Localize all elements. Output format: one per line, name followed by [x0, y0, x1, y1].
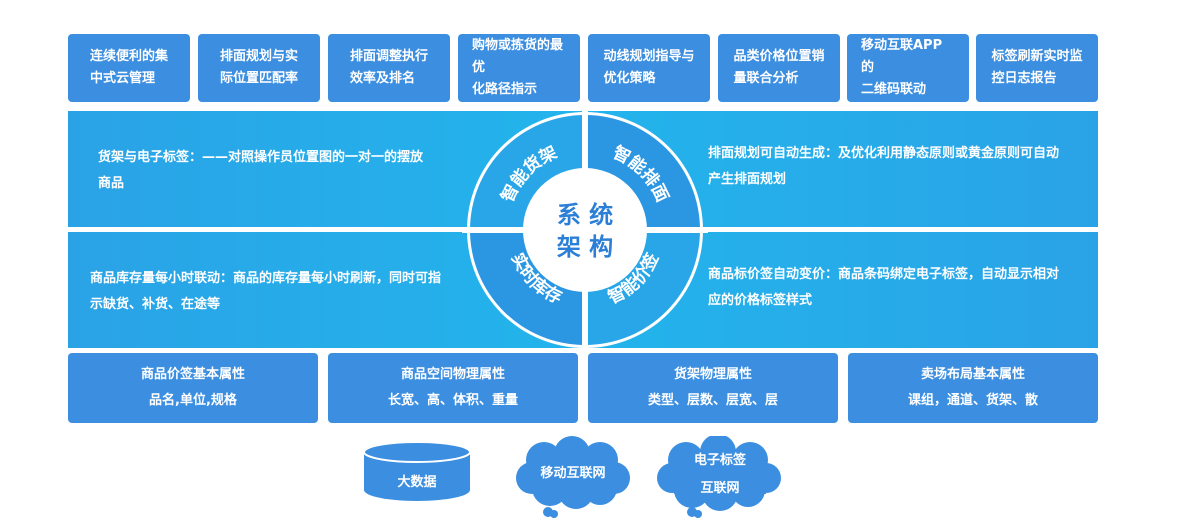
- cloud2-label-line2: 互联网: [700, 481, 739, 496]
- top-box-2: 排面调整执行效率及排名: [328, 34, 450, 102]
- electronic-label-internet-cloud-icon: 电子标签 互联网: [657, 436, 781, 518]
- top-box-line: 移动互联APP的: [861, 38, 943, 75]
- lower-left-text: 商品库存量每小时联动：商品的库存量每小时刷新，同时可指 示缺货、补货、在途等: [90, 266, 480, 318]
- top-box-4: 动线规划指导与优化策略: [588, 34, 710, 102]
- bottom-box-1: 商品空间物理属性 长宽、高、体积、重量: [328, 353, 578, 423]
- band-line: 示缺货、补货、在途等: [90, 297, 221, 312]
- top-box-line: 化路径指示: [472, 82, 538, 97]
- bottom-box-title: 货架物理属性: [673, 367, 752, 382]
- top-box-line: 控日志报告: [991, 71, 1057, 86]
- upper-right-text: 排面规划可自动生成：及优化利用静态原则或黄金原则可自动 产生排面规划: [708, 141, 1098, 193]
- top-box-line: 优化策略: [603, 71, 656, 86]
- top-box-line: 购物或拣货的最优: [472, 38, 564, 75]
- top-box-6: 移动互联APP的二维码联动: [847, 34, 969, 102]
- top-box-line: 量联合分析: [733, 71, 799, 86]
- bottom-box-detail: 课组，通道、货架、散: [907, 393, 1038, 408]
- top-box-7: 标签刷新实时监控日志报告: [976, 34, 1098, 102]
- band-line: 商品: [98, 176, 125, 191]
- top-box-line: 排面规划与实: [219, 49, 298, 64]
- upper-left-text: 货架与电子标签：——对照操作员位置图的一对一的摆放 商品: [98, 145, 488, 197]
- bottom-box-detail: 长宽、高、体积、重量: [387, 393, 518, 408]
- big-data-database-icon: 大数据: [363, 441, 471, 501]
- band-line: 应的价格标签样式: [708, 293, 813, 308]
- top-box-line: 中式云管理: [89, 71, 155, 86]
- bottom-box-2: 货架物理属性 类型、层数、层宽、层: [588, 353, 838, 423]
- bottom-box-0: 商品价签基本属性 品名,单位,规格: [68, 353, 318, 423]
- top-box-line: 二维码联动: [861, 82, 927, 97]
- bottom-box-title: 卖场布局基本属性: [920, 367, 1025, 382]
- top-box-line: 排面调整执行: [349, 49, 428, 64]
- center-title-line2: 架 构: [557, 233, 613, 261]
- top-box-line: 效率及排名: [349, 71, 415, 86]
- top-box-line: 际位置匹配率: [219, 71, 298, 86]
- top-box-line: 动线规划指导与: [603, 49, 695, 64]
- cloud1-label: 移动互联网: [540, 465, 605, 481]
- center-title-line1: 系 统: [557, 201, 613, 229]
- top-box-line: 品类价格位置销: [733, 49, 825, 64]
- top-box-0: 连续便利的集中式云管理: [68, 34, 190, 102]
- bottom-box-3: 卖场布局基本属性 课组，通道、货架、散: [848, 353, 1098, 423]
- top-box-1: 排面规划与实际位置匹配率: [198, 34, 320, 102]
- band-line: 排面规划可自动生成：及优化利用静态原则或黄金原则可自动: [708, 146, 1060, 161]
- database-label: 大数据: [397, 474, 436, 490]
- band-line: 商品库存量每小时联动：商品的库存量每小时刷新，同时可指: [90, 271, 442, 286]
- band-line: 产生排面规划: [708, 172, 787, 187]
- mobile-internet-cloud-icon: 移动互联网: [516, 436, 630, 518]
- cloud2-label-line1: 电子标签: [694, 452, 747, 468]
- top-box-line: 连续便利的集: [89, 49, 168, 64]
- system-architecture-circle: 智能货架 智能排面 实时库存 智能价签 系 统 架 构: [462, 110, 708, 350]
- bottom-box-title: 商品价签基本属性: [140, 367, 245, 382]
- top-box-line: 标签刷新实时监: [991, 49, 1083, 64]
- bottom-box-title: 商品空间物理属性: [400, 367, 505, 382]
- bottom-box-detail: 类型、层数、层宽、层: [647, 393, 778, 408]
- band-line: 商品标价签自动变价：商品条码绑定电子标签，自动显示相对: [708, 267, 1060, 282]
- top-box-3: 购物或拣货的最优化路径指示: [458, 34, 580, 102]
- band-line: 货架与电子标签：——对照操作员位置图的一对一的摆放: [98, 150, 424, 165]
- top-box-5: 品类价格位置销量联合分析: [718, 34, 840, 102]
- bottom-box-detail: 品名,单位,规格: [149, 393, 237, 408]
- lower-right-text: 商品标价签自动变价：商品条码绑定电子标签，自动显示相对 应的价格标签样式: [708, 262, 1098, 314]
